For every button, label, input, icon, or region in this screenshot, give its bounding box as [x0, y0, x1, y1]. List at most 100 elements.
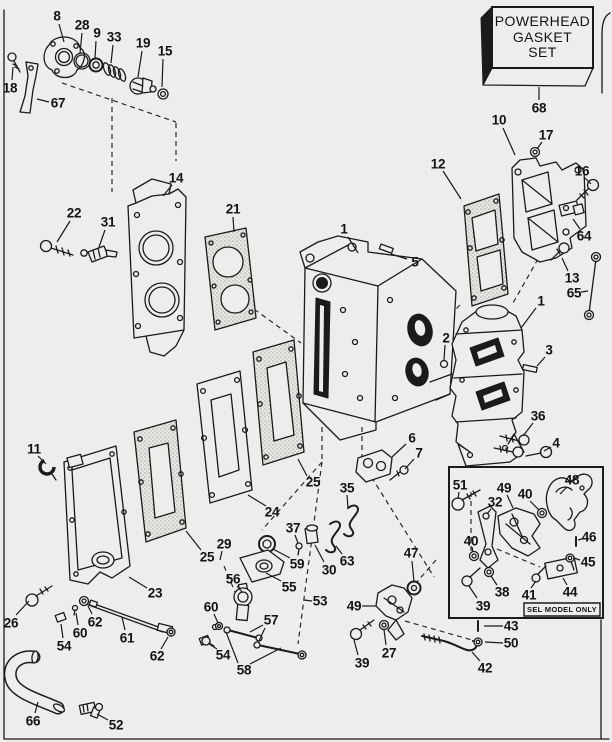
part-bracket-67 [20, 62, 38, 113]
callout-8: 8 [53, 8, 61, 24]
callout-32: 32 [487, 494, 503, 510]
callout-9: 9 [93, 25, 101, 41]
part-thermostat-housing [44, 37, 84, 77]
part-bolt-13 [551, 243, 569, 260]
part-links-57-58 [224, 627, 306, 659]
callout-56: 56 [225, 571, 241, 587]
callout-47: 47 [403, 545, 419, 561]
part-pin-60-left [73, 606, 78, 616]
callout-33: 33 [106, 29, 122, 45]
callout-62: 62 [149, 648, 165, 664]
part-retainer [158, 89, 168, 99]
callout-16: 16 [574, 163, 590, 179]
callout-3: 3 [545, 342, 553, 358]
part-cylinder-head [128, 179, 186, 356]
callout-10: 10 [491, 112, 507, 128]
part-bracket-55 [240, 550, 284, 582]
callout-65: 65 [566, 285, 582, 301]
callout-42: 42 [477, 660, 493, 676]
callout-19: 19 [135, 35, 151, 51]
callout-64: 64 [576, 228, 592, 244]
part-bolts-36 [494, 435, 529, 457]
part-exhaust-gasket-outer [134, 420, 186, 542]
callout-50: 50 [503, 635, 519, 651]
callout-2: 2 [442, 330, 450, 346]
part-bolt-22 [41, 241, 74, 257]
part-clip-63 [326, 522, 340, 553]
part-intake-manifold [512, 158, 586, 262]
part-bolt-54 [202, 637, 214, 646]
callout-leader-lines [12, 24, 591, 720]
callout-37: 37 [285, 520, 301, 536]
part-bolt-4 [526, 447, 552, 458]
part-crankcase [450, 305, 524, 466]
callout-14: 14 [168, 170, 184, 186]
callout-6: 6 [408, 430, 416, 446]
powerhead-gasket-set-label: POWERHEAD GASKET SET [492, 7, 593, 68]
callout-43: 43 [503, 618, 519, 634]
callout-59: 59 [289, 556, 305, 572]
callout-45: 45 [580, 554, 596, 570]
part-washer-50 [474, 638, 482, 646]
callout-35: 35 [339, 480, 355, 496]
part-exhaust-plate-24 [197, 371, 252, 503]
part-dowel-pin-3 [523, 365, 538, 373]
part-grommet-47 [408, 582, 421, 595]
callout-5: 5 [411, 254, 419, 270]
part-bolt-39-sel [462, 568, 480, 586]
part-bolt-39 [351, 620, 375, 640]
callout-7: 7 [415, 445, 423, 461]
part-bolt-51 [452, 490, 480, 510]
part-nut-40-upper [538, 509, 547, 518]
part-bolt-18 [8, 53, 20, 72]
callout-51: 51 [452, 477, 468, 493]
part-nut-40-lower [470, 552, 479, 561]
callout-4: 4 [552, 435, 560, 451]
callout-66: 66 [25, 713, 41, 729]
part-exhaust-cover-23 [64, 446, 130, 584]
callout-18: 18 [2, 80, 18, 96]
callout-39: 39 [354, 655, 370, 671]
callout-17: 17 [538, 127, 554, 143]
callout-41: 41 [521, 587, 537, 603]
callout-53: 53 [312, 593, 328, 609]
part-clamp-64 [559, 201, 584, 216]
callout-25: 25 [199, 549, 215, 565]
part-bracket-6 [356, 450, 392, 482]
callout-55: 55 [281, 579, 297, 595]
part-screw-41 [532, 566, 546, 582]
part-bolt-16 [577, 180, 599, 201]
part-washer-45 [566, 554, 574, 562]
callout-60: 60 [72, 625, 88, 641]
callout-57: 57 [263, 612, 279, 628]
part-link-61 [80, 597, 176, 637]
callout-36: 36 [530, 408, 546, 424]
assembly-dashed-lines [62, 83, 540, 644]
callout-40: 40 [463, 533, 479, 549]
part-bracket-48 [546, 474, 592, 530]
callout-54: 54 [215, 647, 231, 663]
callout-60: 60 [203, 599, 219, 615]
callout-67: 67 [50, 95, 66, 111]
sel-model-inset-box [449, 467, 603, 618]
part-hose-66 [10, 651, 65, 714]
callout-44: 44 [562, 584, 578, 600]
callout-12: 12 [430, 156, 446, 172]
part-intake-gasket-12 [464, 194, 508, 306]
callout-52: 52 [108, 717, 124, 733]
callout-25: 25 [305, 474, 321, 490]
part-nut-27 [380, 621, 389, 630]
part-washer-60 [216, 623, 223, 630]
callout-62: 62 [87, 614, 103, 630]
callout-15: 15 [157, 43, 173, 59]
callout-31: 31 [100, 214, 116, 230]
callout-1: 1 [340, 221, 348, 237]
gasket-box-line3: SET [528, 44, 557, 61]
callout-49: 49 [496, 480, 512, 496]
callout-40: 40 [517, 486, 533, 502]
callout-13: 13 [564, 270, 580, 286]
callout-54: 54 [56, 638, 72, 654]
callout-26: 26 [3, 615, 19, 631]
part-elbow-fitting-52 [79, 702, 102, 718]
